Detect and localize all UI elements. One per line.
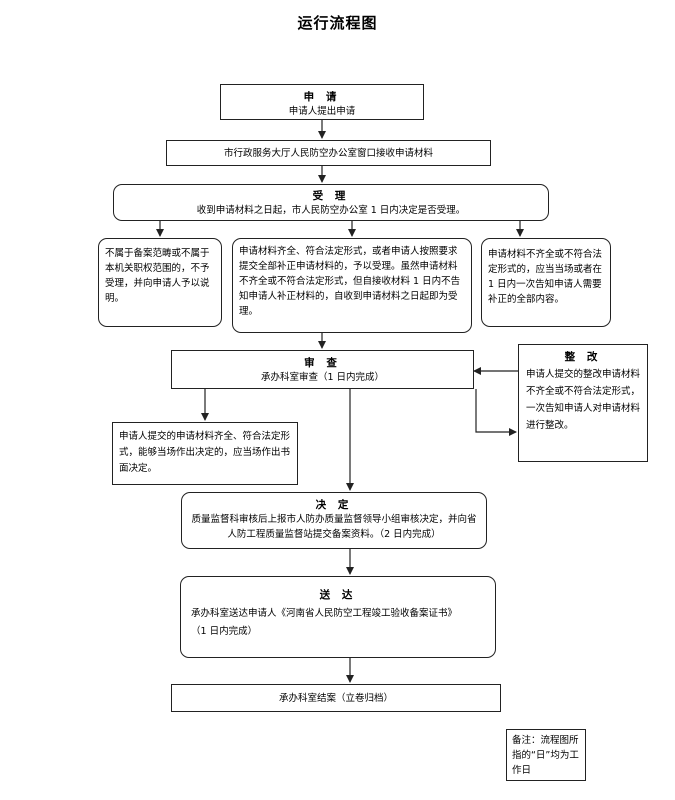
- deliver-body-line1: 承办科室送达申请人《河南省人民防空工程竣工验收备案证书》: [191, 608, 458, 619]
- decide-body: 质量监督科审核后上报市人防办质量监督领导小组审核决定，并向省人防工程质量监督站提…: [191, 514, 477, 540]
- apply-head: 申 请: [303, 91, 341, 103]
- note-box: 备注：流程图所指的“日”均为工作日: [506, 729, 586, 781]
- review-box: 审 查 承办科室审查（1 日内完成）: [171, 350, 474, 389]
- decide-head: 决 定: [315, 499, 353, 511]
- decide-box: 决 定 质量监督科审核后上报市人防办质量监督领导小组审核决定，并向省人防工程质量…: [181, 492, 487, 549]
- close-body: 承办科室结案（立卷归档）: [278, 693, 393, 704]
- review-body: 承办科室审查（1 日内完成）: [260, 372, 385, 383]
- apply-box: 申 请 申请人提出申请: [220, 84, 424, 120]
- onsite-box: 申请人提交的申请材料齐全、符合法定形式，能够当场作出决定的，应当场作出书面决定。: [112, 422, 298, 485]
- rectify-box: 整 改 申请人提交的整改申请材料不齐全或不符合法定形式，一次告知申请人对申请材料…: [518, 344, 648, 462]
- deliver-box: 送 达 承办科室送达申请人《河南省人民防空工程竣工验收备案证书》 （1 日内完成…: [180, 576, 496, 658]
- close-box: 承办科室结案（立卷归档）: [171, 684, 501, 712]
- review-head: 审 查: [304, 357, 341, 369]
- accepted-box: 申请材料齐全、符合法定形式，或者申请人按照要求提交全部补正申请材料的，予以受理。…: [232, 238, 472, 333]
- deliver-head: 送 达: [319, 589, 357, 601]
- incomplete-box: 申请材料不齐全或不符合法定形式的，应当当场或者在 1 日内一次告知申请人需要补正…: [481, 238, 611, 327]
- accept-head: 受 理: [312, 190, 350, 202]
- deliver-body-line2: （1 日内完成）: [191, 626, 258, 637]
- rectify-body: 申请人提交的整改申请材料不齐全或不符合法定形式，一次告知申请人对申请材料进行整改…: [526, 369, 641, 431]
- apply-body: 申请人提出申请: [288, 106, 356, 117]
- accept-body: 收到申请材料之日起，市人民防空办公室 1 日内决定是否受理。: [196, 205, 466, 216]
- reject-box: 不属于备案范畴或不属于本机关职权范围的，不予受理，并向申请人予以说明。: [98, 238, 222, 327]
- receive-body: 市行政服务大厅人民防空办公室窗口接收申请材料: [223, 148, 433, 159]
- accept-box: 受 理 收到申请材料之日起，市人民防空办公室 1 日内决定是否受理。: [113, 184, 549, 221]
- page-title: 运行流程图: [297, 14, 378, 32]
- arrow-review-to-rectify: [475, 389, 517, 436]
- rectify-head: 整 改: [564, 351, 602, 363]
- receive-box: 市行政服务大厅人民防空办公室窗口接收申请材料: [166, 140, 491, 166]
